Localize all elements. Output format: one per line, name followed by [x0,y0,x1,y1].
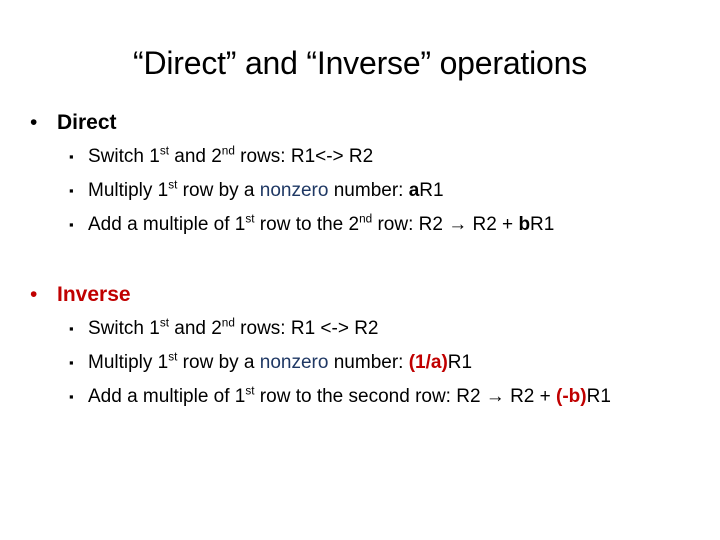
list-item-text: Multiply 1st row by a nonzero number: (1… [88,350,473,373]
list-item-text: Add a multiple of 1st row to the second … [88,384,611,407]
square-bullet-icon: ▪ [69,355,74,370]
bullet-heading-inverse: • Inverse [0,280,720,310]
square-bullet-icon: ▪ [69,217,74,232]
list-item-text: Add a multiple of 1st row to the 2nd row… [88,212,555,235]
round-bullet-icon: • [30,111,38,134]
bullet-heading-direct: • Direct [0,108,720,138]
list-item: ▪ Switch 1st and 2nd rows: R1 <-> R2 [0,312,720,346]
bullet-group-direct: • Direct ▪ Switch 1st and 2nd rows: R1<-… [0,108,720,242]
round-bullet-icon: • [30,283,38,306]
square-bullet-icon: ▪ [69,183,74,198]
square-bullet-icon: ▪ [69,389,74,404]
bullet-heading-label: Inverse [57,283,131,306]
list-item: ▪ Multiply 1st row by a nonzero number: … [0,346,720,380]
list-item-text: Switch 1st and 2nd rows: R1<-> R2 [88,144,374,167]
list-item-text: Switch 1st and 2nd rows: R1 <-> R2 [88,316,379,339]
slide-body: • Direct ▪ Switch 1st and 2nd rows: R1<-… [0,108,720,414]
group-spacer [0,242,720,280]
list-item: ▪ Switch 1st and 2nd rows: R1<-> R2 [0,140,720,174]
bullet-group-inverse: • Inverse ▪ Switch 1st and 2nd rows: R1 … [0,280,720,414]
square-bullet-icon: ▪ [69,321,74,336]
list-item-text: Multiply 1st row by a nonzero number: aR… [88,178,444,201]
square-bullet-icon: ▪ [69,149,74,164]
list-item: ▪ Multiply 1st row by a nonzero number: … [0,174,720,208]
page-title: “Direct” and “Inverse” operations [132,45,588,81]
list-item: ▪ Add a multiple of 1st row to the 2nd r… [0,208,720,242]
list-item: ▪ Add a multiple of 1st row to the secon… [0,380,720,414]
bullet-heading-label: Direct [57,111,117,134]
